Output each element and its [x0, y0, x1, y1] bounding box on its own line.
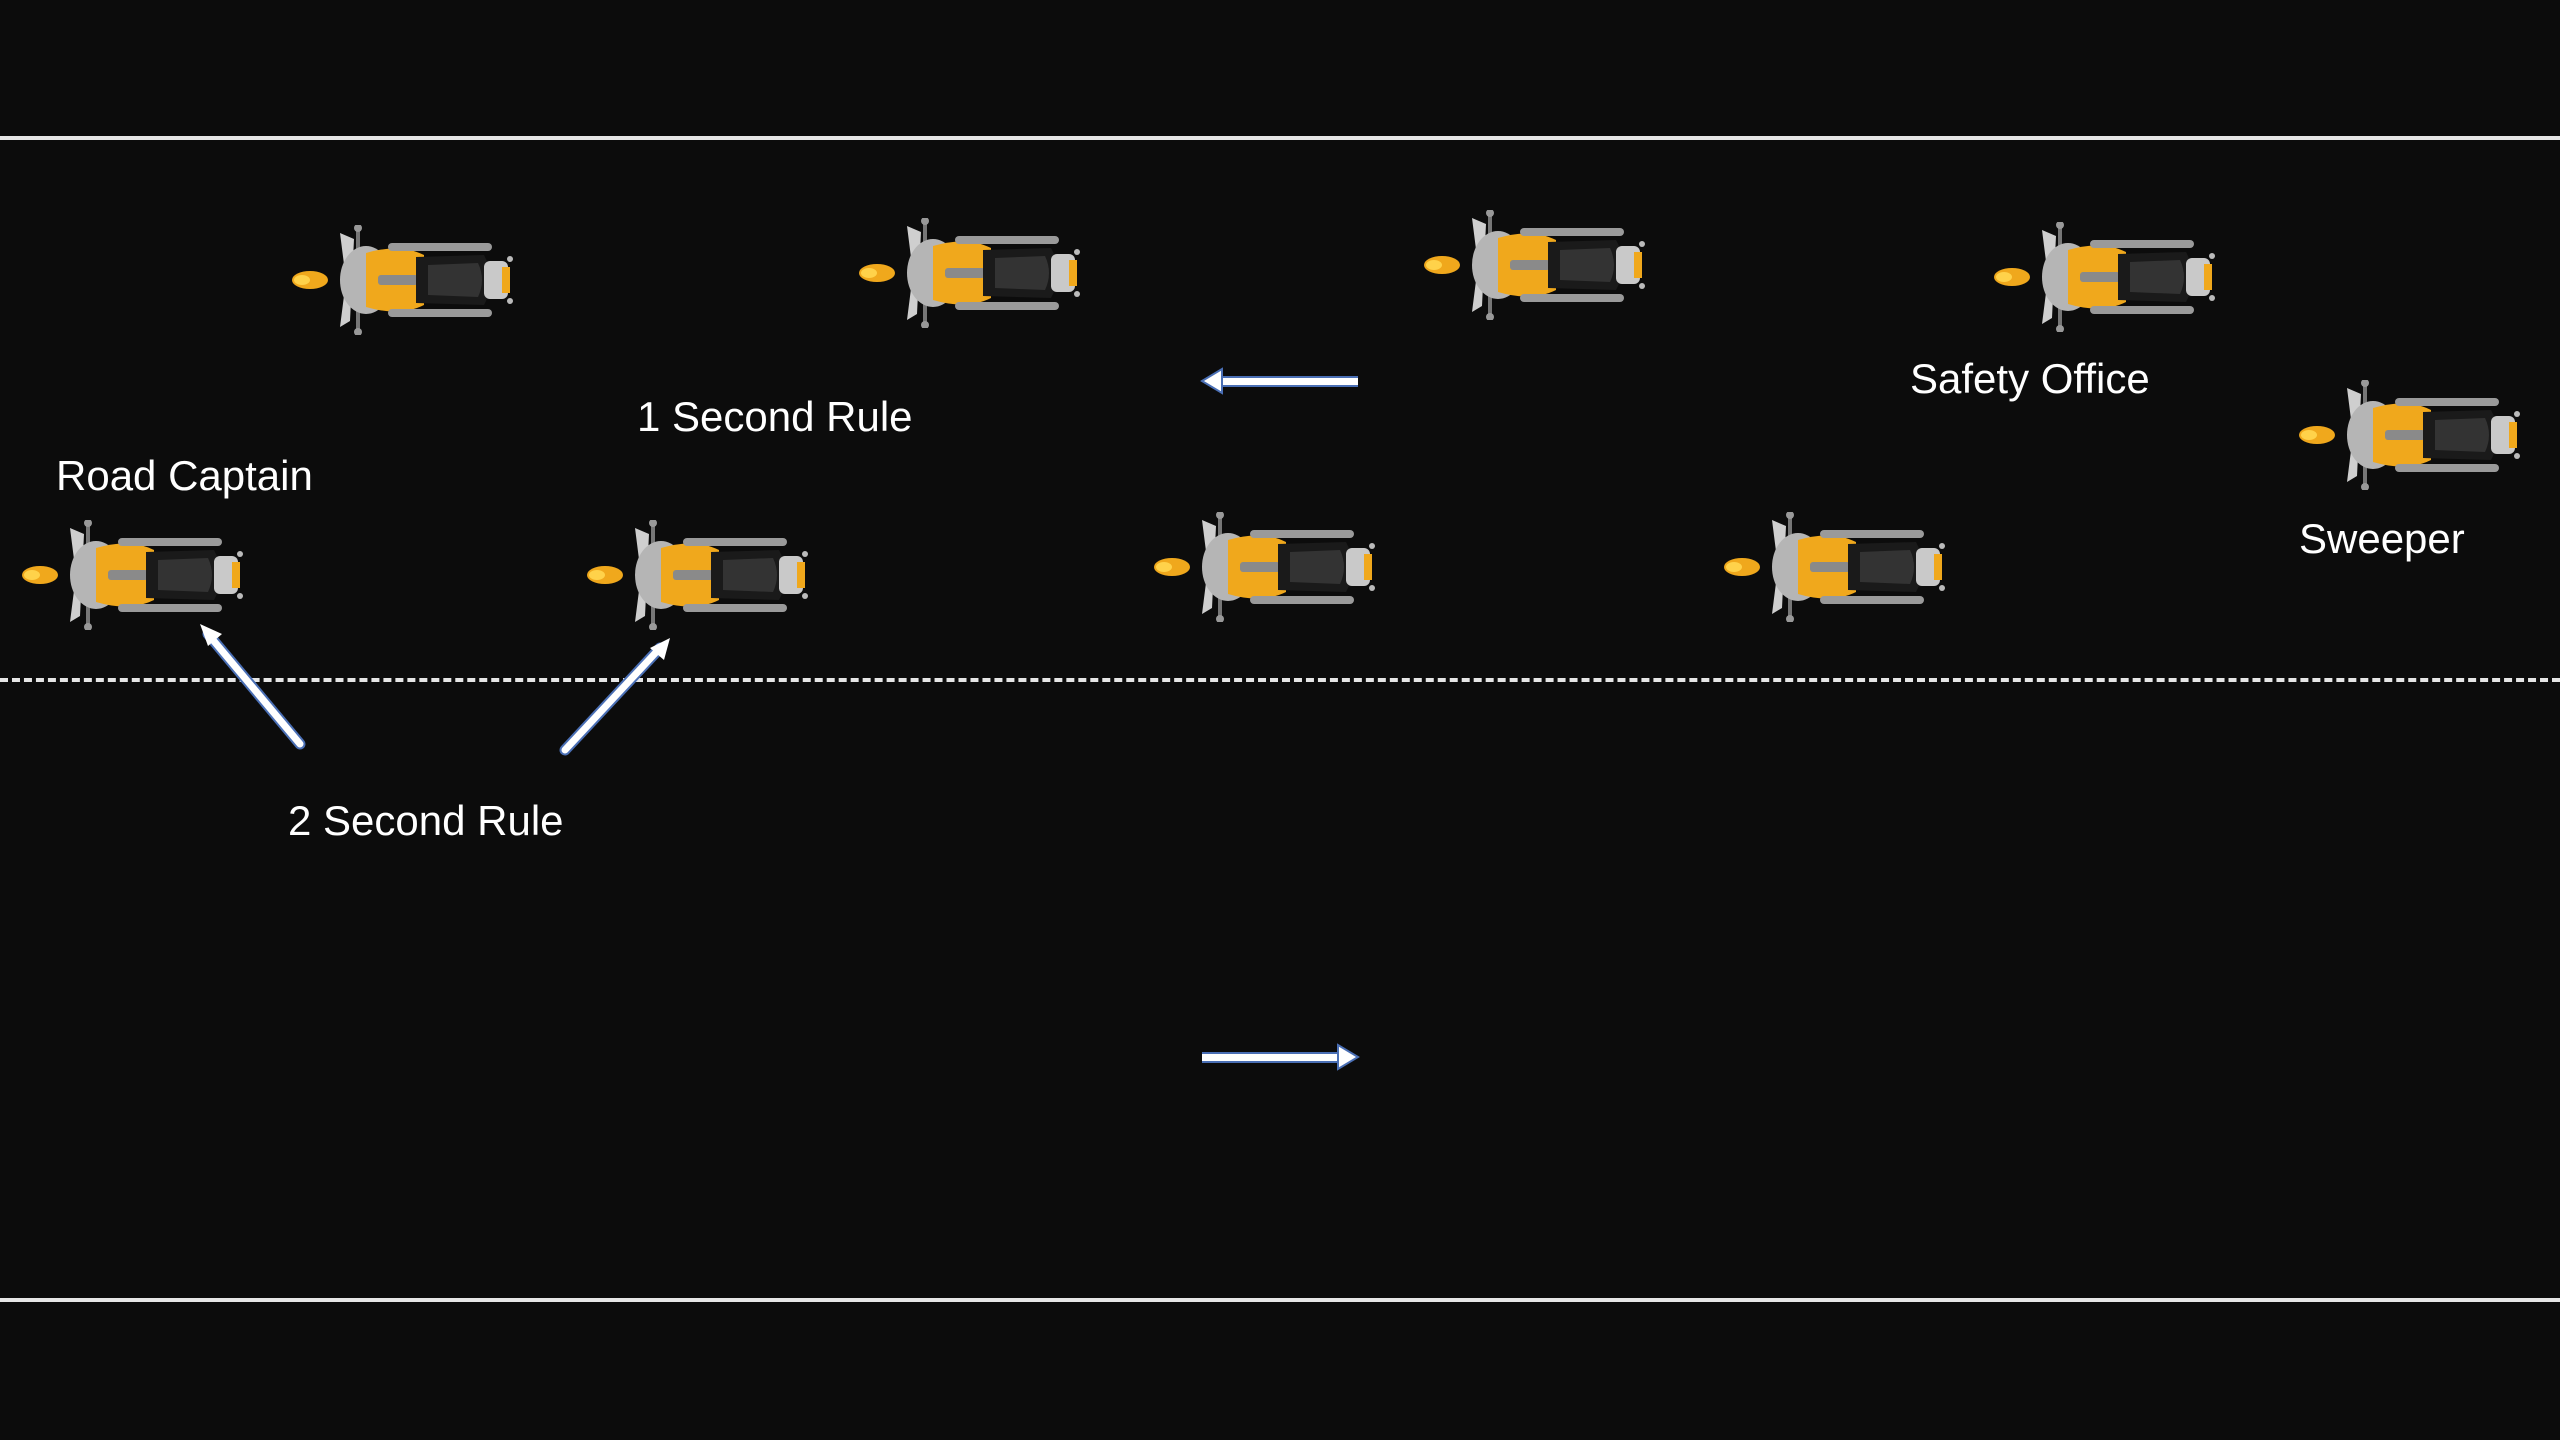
motorcycle-icon	[1152, 512, 1377, 622]
arrow-pointer-icon	[559, 638, 670, 756]
motorcycle-icon	[1992, 222, 2217, 332]
motorcycle-icon	[585, 520, 810, 630]
road-top-edge	[0, 136, 2560, 140]
motorcycle-icon	[1722, 512, 1947, 622]
sweeper-motorcycle-icon	[2297, 380, 2522, 490]
lane-divider	[0, 678, 2560, 682]
arrow-right-icon	[1202, 1043, 1360, 1071]
two-second-rule-label: 2 Second Rule	[288, 797, 564, 844]
road-captain-label: Road Captain	[56, 452, 313, 499]
motorcycle-icon	[1422, 210, 1647, 320]
arrow-left-icon	[1200, 367, 1358, 395]
one-second-rule-label: 1 Second Rule	[637, 393, 913, 440]
motorcycle-icon	[290, 225, 515, 335]
sweeper-label: Sweeper	[2299, 515, 2465, 562]
arrow-pointer-icon	[200, 624, 306, 750]
road-captain-motorcycle-icon	[20, 520, 245, 630]
motorcycle-icon	[857, 218, 1082, 328]
road-bottom-edge	[0, 1298, 2560, 1302]
safety-office-label: Safety Office	[1910, 355, 2150, 402]
